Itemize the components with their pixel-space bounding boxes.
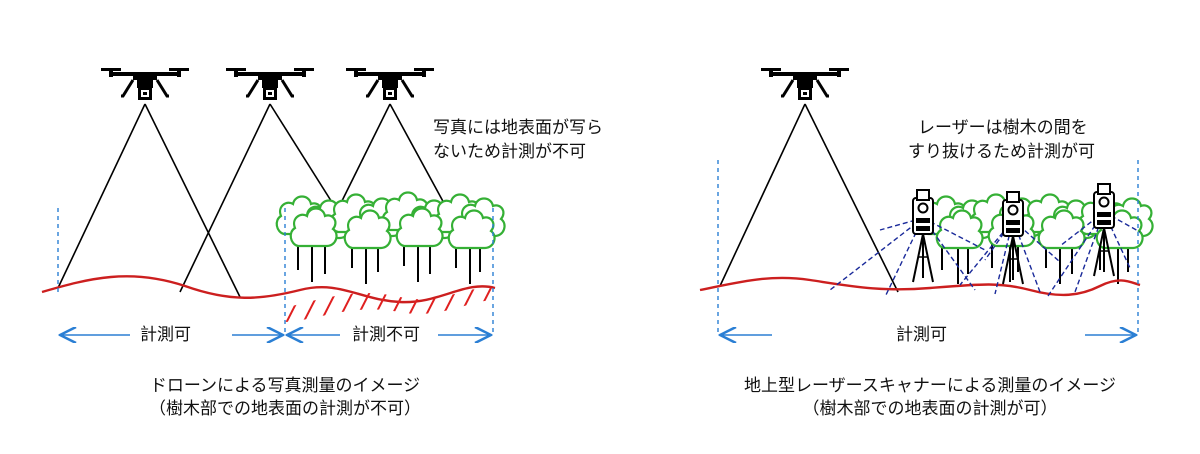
left-segment-not-measurable: 計測不可	[344, 324, 428, 346]
drone-icon	[344, 66, 436, 102]
view-cone-line	[57, 103, 146, 289]
tree-icon	[447, 209, 496, 286]
view-cone-line	[389, 103, 446, 206]
hatch-line	[483, 287, 495, 322]
left-segment-measurable: 計測可	[132, 324, 199, 346]
laser-ray	[829, 217, 924, 291]
laser-ray	[884, 217, 924, 298]
view-cone-line	[719, 103, 806, 287]
view-cone-line	[179, 103, 271, 293]
right-segment-measurable: 計測可	[888, 324, 955, 346]
left-caption-line1: ドローンによる写真測量のイメージ	[149, 376, 421, 396]
right-note-line2: すり抜けるため計測が可	[908, 142, 1095, 162]
tree-icon	[1037, 209, 1086, 286]
ground-line	[699, 276, 1141, 297]
tree-icon	[343, 209, 392, 286]
right-panel	[699, 66, 1154, 335]
left-caption-line2: （樹木部での地表面の計測が不可）	[149, 399, 421, 419]
left-panel	[41, 66, 506, 335]
drone-icon	[224, 66, 316, 102]
left-note-line2: ないため計測が不可	[433, 142, 586, 162]
laser-ray	[959, 219, 1014, 286]
hatch-line	[432, 287, 462, 322]
laser-ray	[1074, 211, 1105, 293]
right-caption-line1: 地上型レーザースキャナーによる測量のイメージ	[744, 376, 1116, 396]
view-cone-line	[804, 103, 899, 293]
laser-ray	[1103, 211, 1141, 233]
right-caption-line2: （樹木部での地表面の計測が可）	[802, 399, 1058, 419]
tree-icon	[289, 207, 338, 284]
drone-icon	[759, 66, 851, 102]
laser-scanner-icon	[912, 189, 934, 283]
right-note-line1: レーザーは樹木の間を	[918, 118, 1088, 138]
view-cone-line	[334, 103, 391, 216]
ground-line	[41, 275, 496, 304]
tree-icon	[395, 207, 444, 284]
left-note-line1: 写真には地表面が写ら	[433, 118, 603, 138]
drone-icon	[99, 66, 191, 102]
view-cone-line	[144, 103, 241, 298]
view-cone-line	[269, 103, 341, 216]
